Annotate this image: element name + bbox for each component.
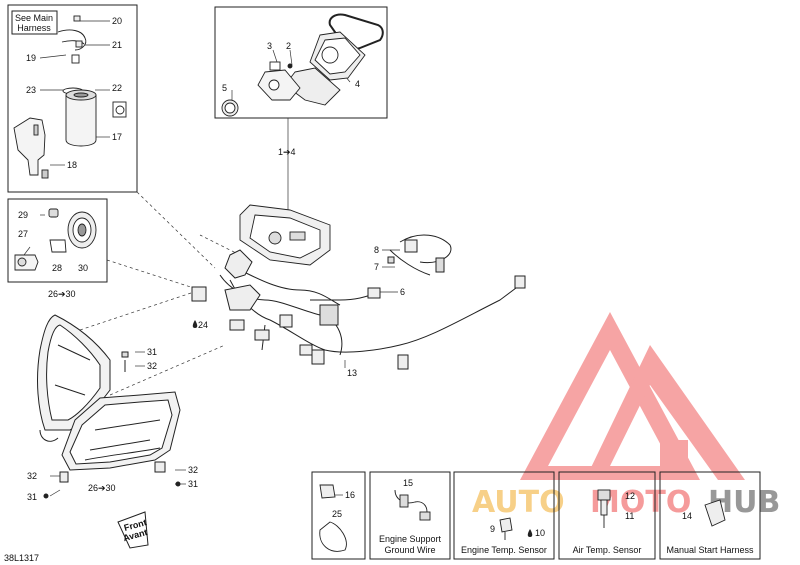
leader-lines — [23, 20, 400, 497]
ref-26-to-30-top: 26➔30 — [48, 289, 76, 299]
callout-14: 14 — [682, 511, 692, 521]
callout-27: 27 — [18, 229, 28, 239]
callout-24: 24 — [198, 320, 208, 330]
box-fuse-group — [311, 471, 366, 560]
callout-4: 4 — [355, 79, 360, 89]
callout-5: 5 — [222, 83, 227, 93]
coil-group-parts — [13, 15, 127, 179]
callout-30: 30 — [78, 263, 88, 273]
callout-32-top: 32 — [147, 361, 157, 371]
callout-6: 6 — [400, 287, 405, 297]
callout-9: 9 — [490, 524, 495, 534]
callout-2: 2 — [286, 41, 291, 51]
callout-29: 29 — [18, 210, 28, 220]
callout-3: 3 — [267, 41, 272, 51]
callout-32-left: 32 — [27, 471, 37, 481]
headlight-assembly — [37, 314, 181, 499]
callout-32-right: 32 — [188, 465, 198, 475]
diagram-id: 38L1317 — [4, 553, 39, 563]
gauge-group-parts — [221, 13, 384, 117]
box-gauge-group — [214, 6, 388, 119]
callout-22: 22 — [112, 83, 122, 93]
callout-31-top: 31 — [147, 347, 157, 357]
see-main-harness-line2: Harness — [17, 23, 51, 33]
box-engine-support — [369, 471, 451, 560]
callout-10: 10 — [535, 528, 545, 538]
callout-25: 25 — [332, 509, 342, 519]
callout-28: 28 — [52, 263, 62, 273]
callout-31-left: 31 — [27, 492, 37, 502]
caption-engine-support-line1: Engine Support — [379, 534, 442, 544]
callout-11: 11 — [625, 511, 634, 521]
caption-engine-temp: Engine Temp. Sensor — [461, 545, 547, 555]
watermark-auto: AUTO — [472, 485, 565, 520]
grease-drop-icon — [192, 320, 198, 328]
caption-air-temp: Air Temp. Sensor — [573, 545, 642, 555]
box-manual-start — [659, 471, 761, 560]
box-captions: Engine Support Ground Wire Engine Temp. … — [379, 534, 754, 555]
box-engine-temp — [453, 471, 555, 560]
callout-16: 16 — [345, 490, 355, 500]
box-coil-group — [7, 4, 138, 193]
bulb-group-parts — [14, 208, 97, 271]
ref-1-to-4: 1➔4 — [278, 147, 296, 157]
callout-21: 21 — [112, 40, 122, 50]
callout-17: 17 — [112, 132, 122, 142]
see-main-harness-box — [11, 10, 58, 35]
caption-engine-support-line2: Ground Wire — [384, 545, 435, 555]
box-bulb-group — [7, 198, 108, 283]
bottom-box-parts — [319, 484, 726, 552]
front-arrow: Front Avant — [117, 511, 149, 549]
box-air-temp — [558, 471, 656, 560]
callout-31-right: 31 — [188, 479, 198, 489]
watermark-logo — [520, 312, 745, 480]
main-gauge-assembly — [239, 204, 331, 266]
see-main-harness-line1: See Main — [15, 13, 53, 23]
callout-7: 7 — [374, 262, 379, 272]
callout-12: 12 — [625, 491, 635, 501]
callout-13: 13 — [347, 368, 357, 378]
grease-drop-icon-2 — [527, 529, 533, 537]
callout-20: 20 — [112, 16, 122, 26]
callout-19: 19 — [26, 53, 36, 63]
callout-15: 15 — [403, 478, 413, 488]
callout-23: 23 — [26, 85, 36, 95]
callout-labels: 20 21 19 23 22 17 18 3 2 5 4 1➔4 29 27 2… — [18, 16, 692, 538]
callout-8: 8 — [374, 245, 379, 255]
caption-manual-start: Manual Start Harness — [666, 545, 754, 555]
callout-18: 18 — [67, 160, 77, 170]
wiring-harness — [191, 234, 526, 370]
ref-26-to-30-bottom: 26➔30 — [88, 483, 116, 493]
